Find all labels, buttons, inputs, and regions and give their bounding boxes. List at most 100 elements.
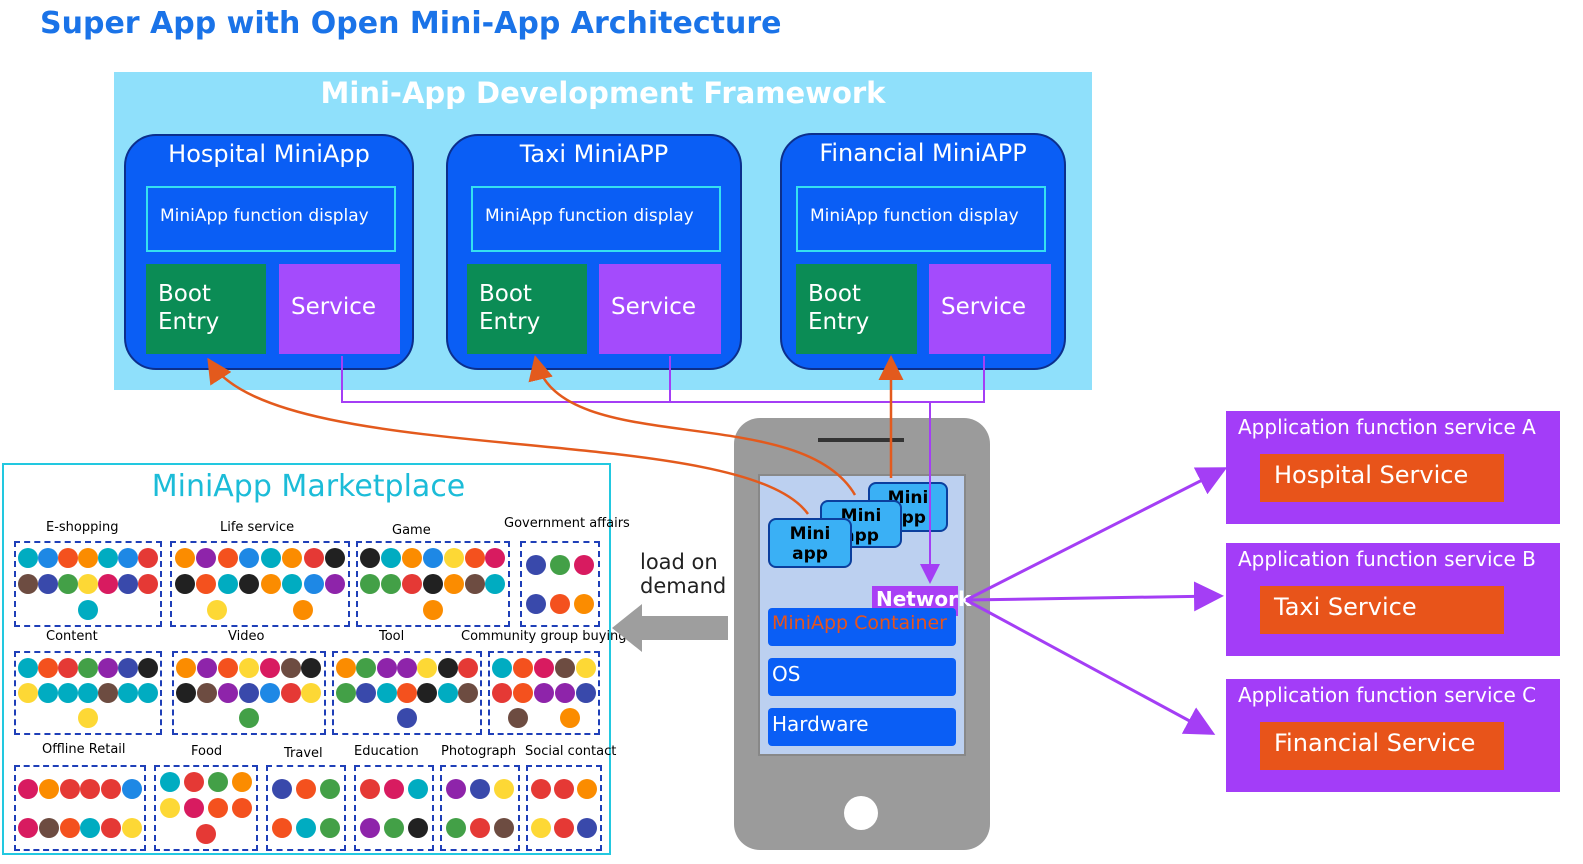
app-icon[interactable]: [98, 574, 118, 594]
app-icon[interactable]: [259, 657, 280, 678]
app-icon[interactable]: [208, 798, 228, 818]
app-icon[interactable]: [550, 554, 570, 575]
app-icon[interactable]: [239, 548, 260, 568]
app-icon[interactable]: [260, 548, 281, 568]
app-icon[interactable]: [437, 682, 458, 703]
app-icon[interactable]: [296, 778, 316, 799]
app-icon[interactable]: [232, 772, 252, 792]
app-icon[interactable]: [402, 574, 423, 594]
app-icon[interactable]: [197, 682, 218, 703]
app-icon[interactable]: [553, 817, 574, 838]
app-icon[interactable]: [58, 682, 78, 703]
app-icon[interactable]: [259, 682, 280, 703]
app-icon[interactable]: [360, 548, 381, 568]
app-icon[interactable]: [381, 574, 402, 594]
app-icon[interactable]: [320, 778, 340, 799]
app-icon[interactable]: [59, 778, 80, 799]
app-icon[interactable]: [78, 657, 98, 678]
app-icon[interactable]: [121, 817, 142, 838]
app-icon[interactable]: [492, 682, 513, 703]
app-icon[interactable]: [464, 548, 485, 568]
app-icon[interactable]: [18, 657, 38, 678]
app-icon[interactable]: [513, 682, 534, 703]
app-icon[interactable]: [78, 682, 98, 703]
app-icon[interactable]: [197, 657, 218, 678]
app-icon[interactable]: [160, 798, 180, 818]
app-icon[interactable]: [18, 682, 38, 703]
app-icon[interactable]: [217, 548, 238, 568]
app-icon[interactable]: [575, 657, 596, 678]
app-icon[interactable]: [272, 778, 292, 799]
app-icon[interactable]: [260, 574, 281, 594]
app-icon[interactable]: [336, 657, 357, 678]
app-icon[interactable]: [446, 817, 466, 838]
app-icon[interactable]: [470, 817, 490, 838]
app-icon[interactable]: [196, 548, 217, 568]
app-icon[interactable]: [417, 682, 438, 703]
app-icon[interactable]: [78, 708, 98, 729]
app-icon[interactable]: [356, 682, 377, 703]
app-icon[interactable]: [526, 554, 546, 575]
app-icon[interactable]: [470, 778, 490, 799]
app-icon[interactable]: [176, 682, 197, 703]
app-icon[interactable]: [282, 574, 303, 594]
app-icon[interactable]: [58, 548, 78, 568]
app-icon[interactable]: [18, 778, 39, 799]
app-icon[interactable]: [38, 817, 59, 838]
app-icon[interactable]: [485, 574, 506, 594]
app-icon[interactable]: [531, 817, 552, 838]
app-icon[interactable]: [218, 682, 239, 703]
app-icon[interactable]: [464, 574, 485, 594]
app-icon[interactable]: [576, 778, 597, 799]
app-icon[interactable]: [207, 600, 227, 620]
mini-app-tile[interactable]: Mini app: [768, 518, 852, 568]
app-icon[interactable]: [118, 657, 138, 678]
app-icon[interactable]: [100, 817, 121, 838]
app-icon[interactable]: [443, 548, 464, 568]
app-icon[interactable]: [508, 708, 528, 729]
app-icon[interactable]: [184, 772, 204, 792]
app-icon[interactable]: [320, 817, 340, 838]
app-icon[interactable]: [443, 574, 464, 594]
app-icon[interactable]: [533, 657, 554, 678]
app-icon[interactable]: [217, 574, 238, 594]
app-icon[interactable]: [494, 817, 514, 838]
app-icon[interactable]: [437, 657, 458, 678]
app-icon[interactable]: [422, 574, 443, 594]
app-icon[interactable]: [423, 600, 443, 620]
app-icon[interactable]: [408, 817, 428, 838]
app-icon[interactable]: [280, 657, 301, 678]
app-icon[interactable]: [457, 657, 478, 678]
app-icon[interactable]: [98, 682, 118, 703]
app-icon[interactable]: [118, 574, 138, 594]
app-icon[interactable]: [38, 548, 58, 568]
app-icon[interactable]: [38, 657, 58, 678]
app-icon[interactable]: [402, 548, 423, 568]
app-icon[interactable]: [174, 574, 195, 594]
app-icon[interactable]: [18, 574, 38, 594]
app-icon[interactable]: [360, 574, 381, 594]
app-icon[interactable]: [574, 593, 594, 614]
app-icon[interactable]: [272, 817, 292, 838]
app-icon[interactable]: [446, 778, 466, 799]
app-icon[interactable]: [38, 682, 58, 703]
app-icon[interactable]: [325, 548, 346, 568]
app-icon[interactable]: [78, 600, 98, 620]
app-icon[interactable]: [384, 778, 404, 799]
app-icon[interactable]: [336, 682, 357, 703]
app-icon[interactable]: [78, 574, 98, 594]
app-icon[interactable]: [98, 548, 118, 568]
app-icon[interactable]: [296, 817, 316, 838]
app-icon[interactable]: [80, 817, 101, 838]
app-icon[interactable]: [78, 548, 98, 568]
app-icon[interactable]: [38, 574, 58, 594]
app-icon[interactable]: [184, 798, 204, 818]
app-icon[interactable]: [396, 657, 417, 678]
app-icon[interactable]: [98, 657, 118, 678]
app-icon[interactable]: [533, 682, 554, 703]
app-icon[interactable]: [238, 682, 259, 703]
app-icon[interactable]: [376, 657, 397, 678]
app-icon[interactable]: [553, 778, 574, 799]
app-icon[interactable]: [376, 682, 397, 703]
app-icon[interactable]: [485, 548, 506, 568]
